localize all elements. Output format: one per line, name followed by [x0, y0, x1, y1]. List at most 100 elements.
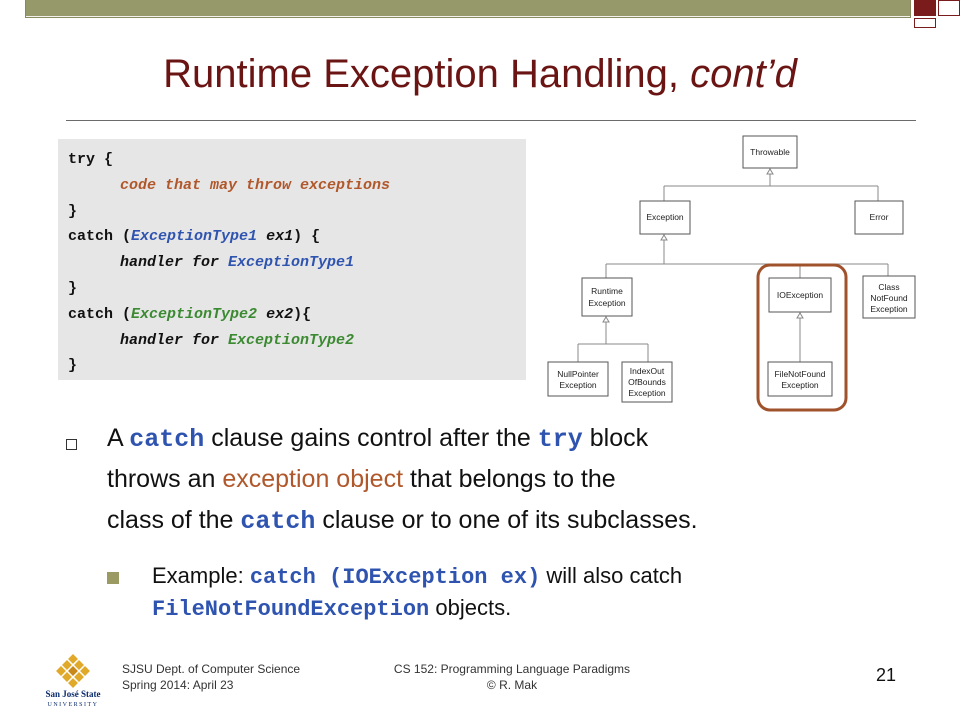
title-italic: cont’d [690, 52, 797, 96]
text-run: A [107, 424, 130, 452]
bullet-1-line-1: A catch clause gains control after the t… [107, 424, 648, 454]
arrow-runtime [602, 316, 610, 323]
text-run: block [582, 424, 649, 452]
label-runtime-1: Runtime [591, 286, 623, 296]
code-token: try { [68, 151, 114, 168]
code-token: ){ [293, 305, 312, 323]
code-line-7: catch (ExceptionType2 ex2){ [68, 302, 526, 328]
code-block: try { code that may throw exceptions } c… [58, 139, 526, 380]
exception-hierarchy-diagram: Throwable Exception Error Runtime Except… [547, 135, 916, 412]
node-ioexception [768, 277, 832, 313]
code-token: ExceptionType2 [131, 305, 258, 323]
top-bar-fill [26, 0, 910, 16]
footer-course: CS 152: Programming Language Paradigms [393, 662, 631, 676]
text-run: will also catch [540, 563, 683, 588]
node-indexout [621, 361, 673, 403]
label-filenotfound-2: Exception [781, 380, 819, 390]
highlighted-term: exception object [222, 465, 404, 493]
code-token [257, 306, 266, 323]
code-line-8: handler for ExceptionType2 [68, 328, 526, 354]
footer-left: SJSU Dept. of Computer Science Spring 20… [122, 661, 300, 693]
code-snippet: FileNotFoundException [152, 597, 430, 622]
logo-mark-icon [56, 654, 90, 688]
bullet-2-line-2: FileNotFoundException objects. [152, 595, 511, 622]
label-classnotfound-1: Class [878, 282, 899, 292]
code-token: ExceptionType2 [228, 331, 355, 349]
corner-square-dark [914, 0, 936, 16]
corner-decoration [914, 0, 960, 28]
text-run: class of the [107, 506, 241, 534]
code-keyword: catch [129, 425, 205, 454]
label-classnotfound-2: NotFound [870, 293, 908, 303]
code-line-6: } [68, 276, 526, 302]
node-classnotfound [862, 275, 916, 319]
slide-title: Runtime Exception Handling, cont’d [0, 52, 960, 97]
node-throwable [742, 135, 798, 169]
bullet-1-line-3: class of the catch clause or to one of i… [107, 506, 698, 536]
arrow-ioexception [796, 312, 804, 319]
label-nullpointer-1: NullPointer [557, 369, 599, 379]
code-token: } [68, 202, 78, 220]
label-throwable: Throwable [750, 147, 790, 157]
title-divider [66, 120, 916, 121]
footer-author: © R. Mak [486, 678, 538, 692]
code-token: ex2 [266, 305, 294, 323]
corner-square-outline [938, 0, 960, 16]
text-run: clause gains control after the [204, 424, 538, 452]
footer-date: Spring 2014: April 23 [122, 678, 234, 692]
arrow-throwable [766, 168, 774, 175]
bullet-2-line-1: Example: catch (IOException ex) will als… [152, 563, 682, 590]
sjsu-logo: San José State UNIVERSITY [45, 654, 101, 708]
text-run: clause or to one of its subclasses. [315, 506, 698, 534]
footer-center: CS 152: Programming Language Paradigms ©… [371, 661, 653, 693]
code-token: } [68, 279, 78, 297]
node-exception [639, 200, 691, 235]
label-error: Error [870, 212, 889, 222]
logo-text-2: UNIVERSITY [48, 702, 99, 708]
label-runtime-2: Exception [588, 298, 626, 308]
logo-text-1: San José State [45, 689, 100, 699]
code-token: handler for [120, 331, 229, 349]
label-exception: Exception [646, 212, 684, 222]
code-keyword: catch [240, 507, 316, 536]
code-keyword: try [537, 425, 583, 454]
label-classnotfound-3: Exception [870, 304, 908, 314]
label-indexout-2: OfBounds [628, 377, 666, 387]
text-run: objects. [429, 595, 512, 620]
bullet-filled-square-icon [107, 572, 119, 584]
code-line-3: } [68, 199, 526, 225]
text-run: that belongs to the [403, 465, 616, 493]
node-nullpointer [547, 361, 609, 397]
node-error [854, 200, 904, 235]
node-filenotfound [767, 361, 833, 397]
code-line-9: } [68, 353, 526, 379]
code-token: catch ( [68, 228, 132, 246]
node-runtime [581, 277, 633, 317]
label-indexout-1: IndexOut [630, 366, 665, 376]
code-line-5: handler for ExceptionType1 [68, 250, 526, 276]
code-line-2: code that may throw exceptions [68, 173, 526, 199]
label-ioexception: IOException [777, 290, 824, 300]
bullet-1-line-2: throws an exception object that belongs … [107, 465, 616, 494]
footer-dept: SJSU Dept. of Computer Science [122, 662, 301, 676]
code-snippet: catch (IOException ex) [249, 565, 541, 590]
label-indexout-3: Exception [628, 388, 666, 398]
label-filenotfound-1: FileNotFound [774, 369, 825, 379]
code-token: catch ( [68, 305, 132, 323]
code-token: handler for [120, 254, 229, 272]
code-token: ExceptionType1 [228, 254, 355, 272]
code-token: ex1 [266, 228, 294, 246]
text-run: Example: [152, 563, 250, 588]
bullet-square-icon [66, 439, 77, 450]
code-line-4: catch (ExceptionType1 ex1) { [68, 224, 526, 250]
label-nullpointer-2: Exception [559, 380, 597, 390]
code-token: ) { [293, 228, 321, 246]
code-token: code that may throw exceptions [120, 176, 391, 194]
code-line-1: try { [68, 147, 526, 173]
top-decorative-bar [25, 0, 911, 18]
arrow-exception [660, 234, 668, 241]
text-run: throws an [107, 465, 223, 493]
corner-square-small [914, 18, 936, 28]
page-number: 21 [876, 665, 897, 685]
highlight-box [756, 263, 848, 412]
